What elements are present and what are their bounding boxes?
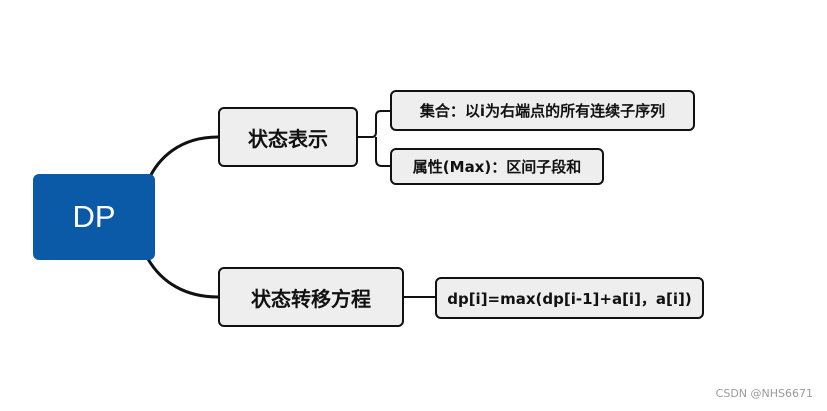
connector-root-to-state-representation bbox=[146, 135, 219, 182]
connector-state-representation-to-attribute bbox=[375, 137, 390, 167]
branch-node-label: 状态表示 bbox=[248, 126, 328, 151]
connector-state-representation-to-set bbox=[358, 110, 390, 138]
leaf-node-label: 集合：以i为右端点的所有连续子序列 bbox=[419, 102, 666, 120]
branch-node-label: 状态转移方程 bbox=[251, 286, 371, 311]
leaf-node-label: dp[i]=max(dp[i-1]+a[i]，a[i]) bbox=[447, 289, 692, 308]
watermark-text: CSDN @NHS6671 bbox=[715, 387, 813, 400]
leaf-node-set[interactable]: 集合：以i为右端点的所有连续子序列 bbox=[390, 90, 695, 131]
branch-node-transition-equation[interactable]: 状态转移方程 bbox=[218, 267, 404, 327]
root-node-label: DP bbox=[72, 199, 116, 234]
connector-root-to-transition-equation bbox=[146, 258, 219, 299]
leaf-node-formula[interactable]: dp[i]=max(dp[i-1]+a[i]，a[i]) bbox=[435, 277, 704, 319]
leaf-node-attribute[interactable]: 属性(Max)：区间子段和 bbox=[390, 148, 604, 185]
root-node-dp[interactable]: DP bbox=[33, 174, 155, 260]
leaf-node-label: 属性(Max)：区间子段和 bbox=[412, 158, 582, 176]
branch-node-state-representation[interactable]: 状态表示 bbox=[218, 107, 358, 167]
